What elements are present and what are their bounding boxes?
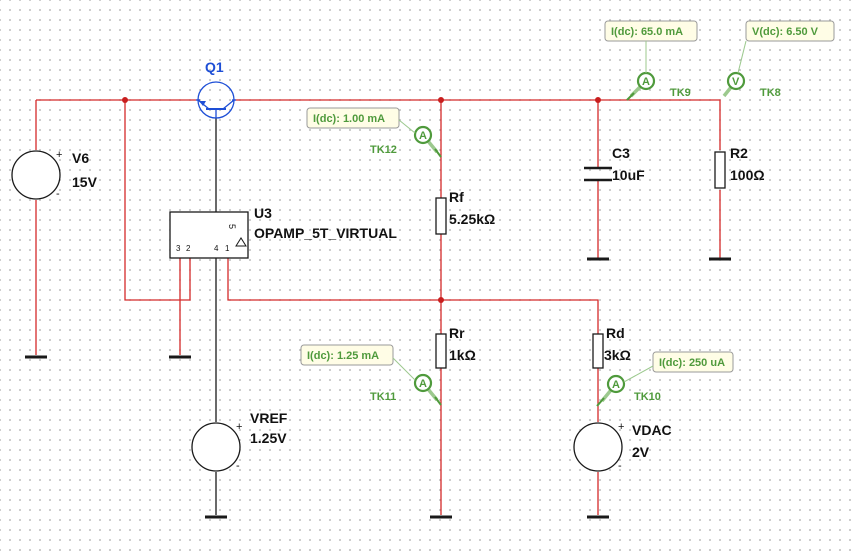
junction-dot [438, 297, 444, 303]
emitter-arrow-icon [199, 101, 206, 106]
wire-inv-input[interactable] [227, 258, 599, 334]
probe-symbol: V [732, 76, 740, 88]
probe-symbol: A [642, 76, 650, 88]
opamp-pin-1: 1 [225, 244, 230, 253]
vdac-value: 2V [632, 444, 650, 460]
probe-tk8[interactable]: V V(dc): 6.50 V TK8 [722, 20, 835, 99]
dc-source-icon [573, 422, 623, 472]
wire-top-rail-right[interactable] [234, 99, 721, 150]
tk8-reading: V(dc): 6.50 V [752, 26, 819, 38]
minus-sign: - [236, 460, 240, 472]
probe-tk10[interactable]: A I(dc): 250 uA TK10 [596, 351, 734, 407]
rr-value: 1kΩ [449, 347, 476, 363]
probe-tk12[interactable]: A I(dc): 1.00 mA TK12 [306, 107, 442, 158]
tk8-label: TK8 [760, 87, 781, 99]
opamp-pin-3: 3 [176, 244, 181, 253]
probe-tk11[interactable]: A I(dc): 1.25 mA TK11 [300, 344, 442, 406]
probe-symbol: A [419, 378, 427, 390]
rf-label: Rf [449, 189, 464, 205]
opamp-body [169, 211, 249, 259]
resistor-rd[interactable]: Rd 3kΩ [592, 325, 631, 369]
minus-sign: - [56, 188, 60, 200]
r2-label: R2 [730, 145, 748, 161]
tk10-label: TK10 [634, 391, 661, 403]
tk9-label: TK9 [670, 87, 691, 99]
c3-label: C3 [612, 145, 630, 161]
junction-dot [122, 97, 128, 103]
plus-sign: + [618, 421, 624, 433]
resistor-rf[interactable]: Rf 5.25kΩ [435, 189, 495, 235]
tooltip [745, 20, 835, 42]
wire-feedback-left[interactable] [124, 100, 191, 301]
rd-value: 3kΩ [604, 347, 631, 363]
tk10-reading: I(dc): 250 uA [659, 357, 725, 369]
v6-label: V6 [72, 150, 89, 166]
tooltip [604, 20, 698, 42]
u3-value: OPAMP_5T_VIRTUAL [254, 225, 397, 241]
minus-sign: - [618, 460, 622, 472]
tooltip [300, 344, 394, 366]
r2-value: 100Ω [730, 167, 765, 183]
opamp-pin-4: 4 [214, 244, 219, 253]
resistor-icon [714, 151, 726, 189]
opamp-pin-5: 5 [227, 224, 237, 229]
ammeter-icon [606, 374, 626, 394]
q1-label: Q1 [205, 59, 224, 75]
voltmeter-icon [726, 71, 746, 91]
tk11-reading: I(dc): 1.25 mA [307, 350, 379, 362]
rd-label: Rd [606, 325, 625, 341]
transistor-collector [222, 99, 235, 110]
resistor-rr[interactable]: Rr 1kΩ [435, 325, 476, 369]
resistor-icon [592, 333, 604, 369]
source-vref[interactable]: + - VREF 1.25V [191, 410, 288, 472]
tk9-reading: I(dc): 65.0 mA [611, 26, 683, 38]
junction-dot [595, 97, 601, 103]
probe-tk9[interactable]: A I(dc): 65.0 mA TK9 [604, 20, 698, 101]
rr-label: Rr [449, 325, 465, 341]
c3-value: 10uF [612, 167, 645, 183]
tk12-reading: I(dc): 1.00 mA [313, 113, 385, 125]
resistor-icon [435, 333, 447, 369]
tk12-label: TK12 [370, 144, 397, 156]
wires [35, 99, 721, 515]
source-v6[interactable]: + - V6 15V [11, 149, 98, 200]
dc-source-icon [11, 150, 61, 200]
grounds [25, 257, 731, 519]
opamp-u3[interactable]: 5 3 2 4 1 U3 OPAMP_5T_VIRTUAL [169, 205, 397, 259]
dc-source-icon [191, 422, 241, 472]
vref-label: VREF [250, 410, 288, 426]
vref-value: 1.25V [250, 430, 287, 446]
ammeter-icon [413, 373, 433, 393]
plus-sign: + [56, 149, 62, 161]
v6-value: 15V [72, 174, 98, 190]
tk11-label: TK11 [370, 391, 396, 403]
rf-value: 5.25kΩ [449, 211, 495, 227]
probe-symbol: A [612, 379, 620, 391]
plus-sign: + [236, 421, 242, 433]
ammeter-icon [413, 125, 433, 145]
opamp-triangle-icon [235, 237, 247, 247]
opamp-pin-2: 2 [186, 244, 191, 253]
transistor-q1[interactable]: Q1 [196, 59, 236, 119]
tooltip [306, 107, 400, 129]
junction-dot [438, 97, 444, 103]
resistor-icon [435, 197, 447, 235]
source-vdac[interactable]: + - VDAC 2V [573, 421, 672, 472]
probe-symbol: A [419, 130, 427, 142]
resistor-r2[interactable]: R2 100Ω [714, 145, 765, 189]
junctions [122, 97, 601, 303]
tooltip [652, 351, 734, 373]
vdac-label: VDAC [632, 422, 672, 438]
capacitor-c3[interactable]: C3 10uF [584, 145, 645, 183]
u3-label: U3 [254, 205, 272, 221]
